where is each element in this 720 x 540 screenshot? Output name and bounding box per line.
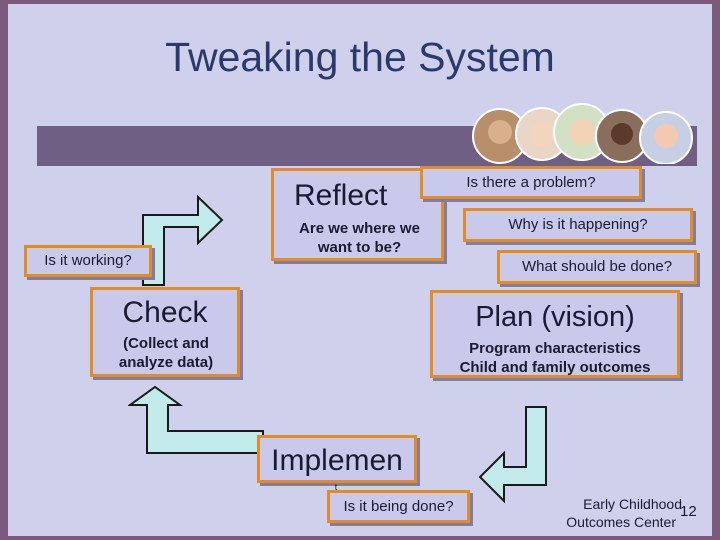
plan-box: Plan (vision) Program characteristics Ch… [430, 290, 680, 378]
plan-line-2: Child and family outcomes [459, 359, 651, 376]
right-frame-border [712, 0, 720, 540]
top-frame-border [0, 0, 720, 4]
plan-heading: Plan (vision) [475, 301, 635, 333]
callout-is-it-being-done: Is it being done? [327, 490, 470, 523]
callout-is-there-a-problem: Is there a problem? [420, 166, 642, 199]
arrow-check-to-reflect [142, 194, 224, 286]
check-box: Check (Collect and analyze data) [90, 287, 240, 377]
callout-what-should-be-done-text: What should be done? [521, 258, 673, 275]
callout-is-it-working-text: Is it working? [44, 252, 132, 269]
callout-is-it-being-done-text: Is it being done? [343, 498, 454, 515]
reflect-box: Reflect Are we where we want to be? [271, 168, 444, 261]
implement-heading: Implemen [271, 444, 403, 477]
check-heading: Check [122, 296, 208, 329]
implement-box: Implemen [257, 435, 417, 483]
callout-is-there-a-problem-text: Is there a problem? [466, 174, 596, 191]
reflect-question: Are we where we want to be? [299, 220, 420, 256]
callout-why-happening-text: Why is it happening? [508, 216, 648, 233]
arrow-plan-to-implement [478, 406, 547, 504]
bottom-frame-border [0, 536, 720, 540]
implement-heading-overflow: t [334, 482, 338, 492]
footer-line-1: Early Childhood [583, 496, 682, 512]
check-detail: (Collect and analyze data) [118, 335, 214, 371]
left-frame-border [0, 0, 8, 540]
callout-why-happening: Why is it happening? [463, 208, 693, 242]
plan-line-1: Program characteristics [469, 340, 641, 357]
page-number: 12 [680, 503, 697, 520]
children-photos [472, 103, 693, 164]
reflect-heading: Reflect [294, 179, 388, 212]
arrow-implement-to-check [128, 385, 264, 454]
callout-is-it-working: Is it working? [24, 245, 152, 277]
slide-title: Tweaking the System [165, 34, 555, 80]
footer-line-2: Outcomes Center [566, 514, 676, 530]
callout-what-should-be-done: What should be done? [497, 250, 697, 284]
